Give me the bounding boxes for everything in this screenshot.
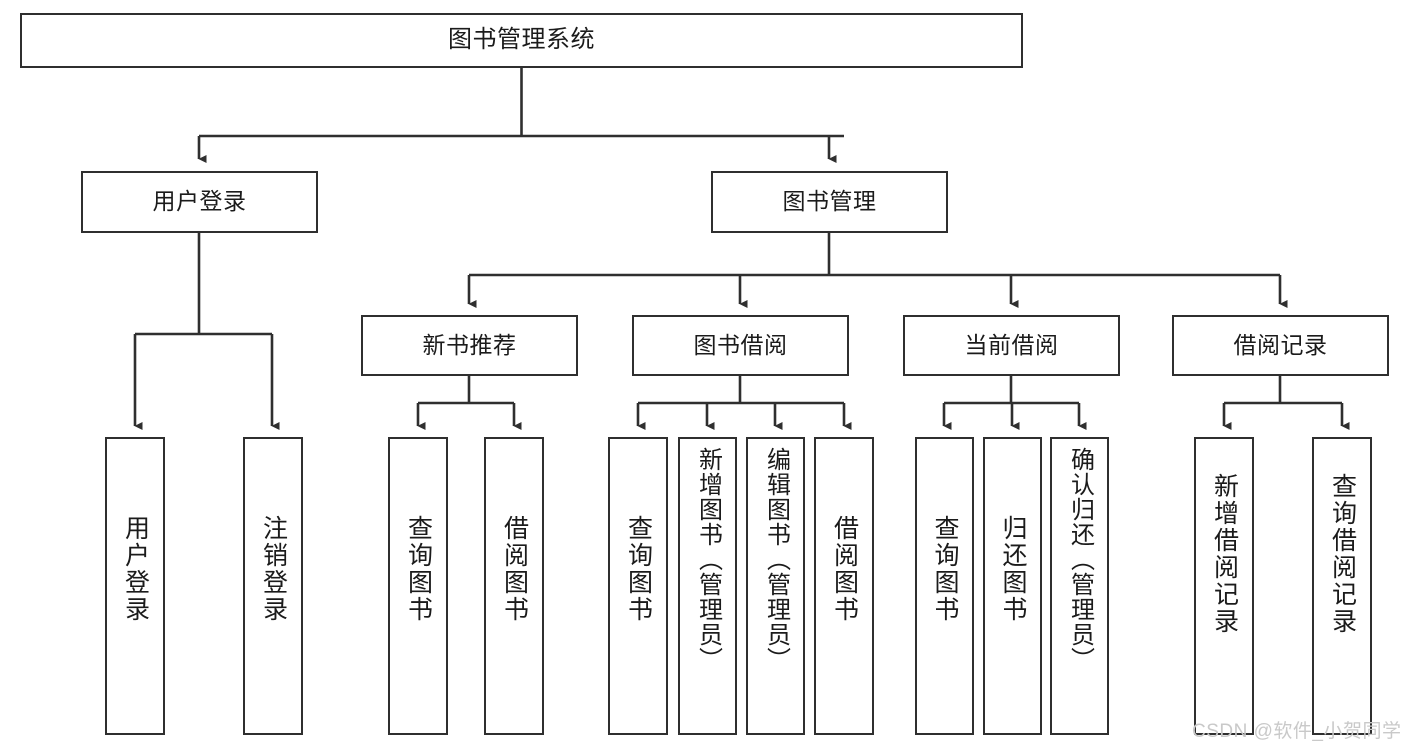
node-label: 归还图书 <box>999 515 1027 623</box>
node-label: 用户登录 <box>121 515 150 623</box>
node-label: 图书借阅 <box>693 331 788 358</box>
node-label: 查询图书 <box>404 515 433 623</box>
leaf-borrow-book-borrow[interactable]: 借阅图书 <box>814 437 874 735</box>
node-label: 新增图书（管理员） <box>694 447 722 672</box>
csdn-watermark: CSDN @软件_小贺同学 <box>1192 721 1402 742</box>
node-label: 确认归还（管理员） <box>1066 447 1094 672</box>
node-current-borrow[interactable]: 当前借阅 <box>903 315 1120 376</box>
leaf-query-book-current[interactable]: 查询图书 <box>915 437 974 735</box>
leaf-user-login[interactable]: 用户登录 <box>105 437 165 735</box>
node-borrow-record[interactable]: 借阅记录 <box>1172 315 1389 376</box>
leaf-return-book[interactable]: 归还图书 <box>983 437 1042 735</box>
node-label: 编辑图书（管理员） <box>762 447 790 672</box>
node-label: 借阅记录 <box>1233 331 1328 358</box>
leaf-query-borrow-record[interactable]: 查询借阅记录 <box>1312 437 1372 735</box>
leaf-add-borrow-record[interactable]: 新增借阅记录 <box>1194 437 1254 735</box>
leaf-query-book-recommend[interactable]: 查询图书 <box>388 437 448 735</box>
node-book-management[interactable]: 图书管理 <box>711 171 948 233</box>
leaf-logout-login[interactable]: 注销登录 <box>243 437 303 735</box>
node-label: 用户登录 <box>152 188 247 215</box>
node-label: 借阅图书 <box>830 515 859 623</box>
node-new-book-recommend[interactable]: 新书推荐 <box>361 315 578 376</box>
node-root-book-management-system[interactable]: 图书管理系统 <box>20 13 1023 68</box>
node-label: 图书管理 <box>782 188 877 215</box>
node-label: 查询图书 <box>624 515 653 623</box>
node-label: 注销登录 <box>259 515 288 623</box>
node-book-borrow[interactable]: 图书借阅 <box>632 315 849 376</box>
leaf-confirm-return-admin[interactable]: 确认归还（管理员） <box>1050 437 1109 735</box>
leaf-borrow-book-recommend[interactable]: 借阅图书 <box>484 437 544 735</box>
node-label: 查询图书 <box>931 515 959 623</box>
node-user-login[interactable]: 用户登录 <box>81 171 318 233</box>
node-label: 新增借阅记录 <box>1210 473 1239 635</box>
node-label: 图书管理系统 <box>448 26 595 54</box>
leaf-add-book-admin[interactable]: 新增图书（管理员） <box>678 437 737 735</box>
node-label: 新书推荐 <box>422 331 517 358</box>
node-label: 借阅图书 <box>500 515 529 623</box>
leaf-query-book-borrow[interactable]: 查询图书 <box>608 437 668 735</box>
node-label: 查询借阅记录 <box>1328 473 1357 635</box>
node-label: 当前借阅 <box>964 331 1059 358</box>
leaf-edit-book-admin[interactable]: 编辑图书（管理员） <box>746 437 805 735</box>
